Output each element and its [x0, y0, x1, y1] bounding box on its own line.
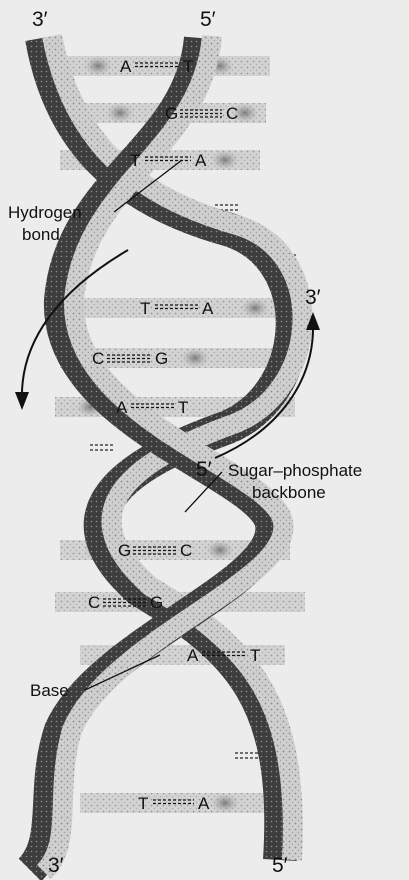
- base-left-letter: C: [88, 593, 100, 612]
- base-leader: [85, 655, 160, 690]
- base-right-letter: A: [198, 794, 210, 813]
- backbone-label-line1: Sugar–phosphate: [228, 461, 362, 480]
- base-left-letter: A: [116, 398, 128, 417]
- base-right-letter: G: [155, 349, 168, 368]
- base-right-letter: C: [226, 104, 238, 123]
- base-right-letter: C: [180, 541, 192, 560]
- left-direction-arrow: [22, 250, 128, 400]
- base-right-letter: A: [195, 151, 207, 170]
- hydrogen-bond-leader: [114, 160, 182, 212]
- mid-right-5prime-label: 5′: [196, 458, 212, 481]
- mid-right-3prime-label: 3′: [305, 286, 321, 309]
- bottom-left-end-label: 3′: [48, 854, 64, 877]
- backbone-label: Sugar–phosphate backbone: [228, 461, 367, 502]
- base-left-letter: T: [138, 794, 148, 813]
- base-label: Base: [30, 681, 69, 700]
- base-right-letter: T: [250, 646, 260, 665]
- top-left-end-label: 3′: [32, 8, 48, 31]
- base-right-letter: G: [150, 593, 163, 612]
- hydrogen-bond-label-line2: bond: [22, 225, 60, 244]
- hydrogen-bond-label: Hydrogen bond: [8, 203, 86, 244]
- base-left-letter: A: [187, 646, 199, 665]
- base-right-letter: T: [183, 57, 193, 76]
- bottom-right-end-label: 5′: [272, 854, 288, 877]
- top-right-end-label: 5′: [200, 8, 216, 31]
- right-arrowhead-icon: [306, 312, 320, 330]
- base-left-letter: G: [118, 541, 131, 560]
- backbone-label-line2: backbone: [252, 483, 326, 502]
- base-left-letter: T: [130, 151, 140, 170]
- base-left-letter: C: [92, 349, 104, 368]
- base-left-letter: T: [140, 299, 150, 318]
- base-left-letter: A: [120, 57, 132, 76]
- base-right-letter: A: [202, 299, 214, 318]
- left-arrowhead-icon: [15, 392, 29, 410]
- base-left-letter: G: [165, 104, 178, 123]
- hydrogen-bond-label-line1: Hydrogen: [8, 203, 82, 222]
- right-direction-arrow: [215, 322, 313, 458]
- base-right-letter: T: [178, 398, 188, 417]
